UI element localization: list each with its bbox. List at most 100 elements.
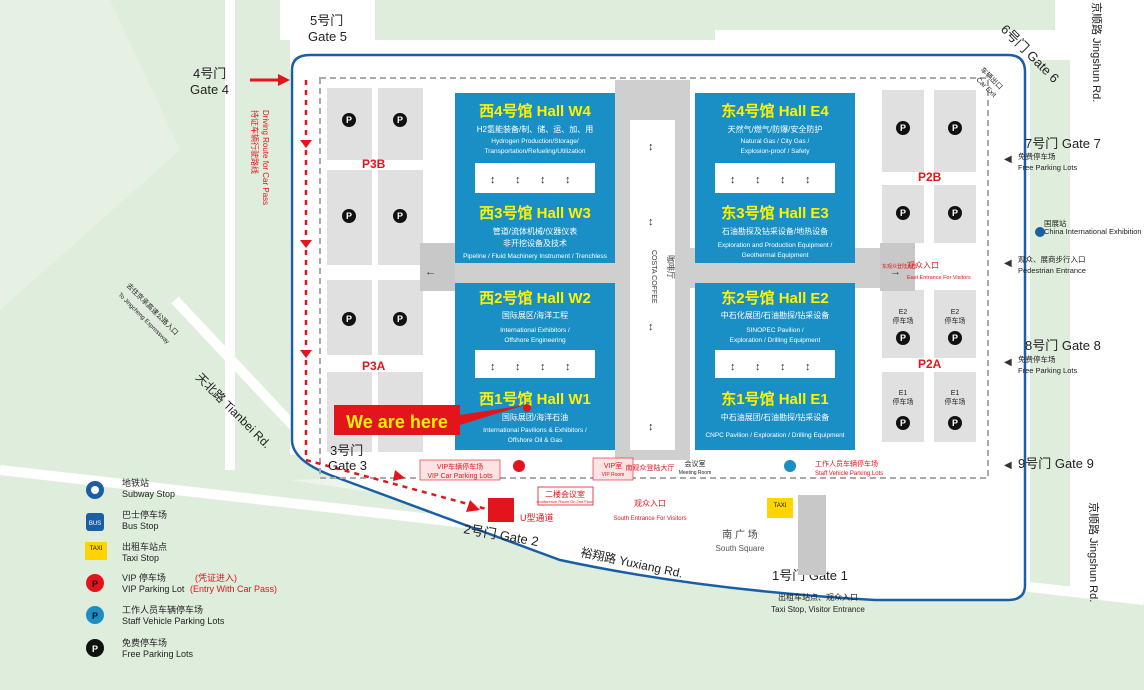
ped-en: Pedestrian Entrance: [1018, 266, 1086, 275]
hall-e4-en2: Explosion-proof / Safety: [740, 148, 810, 155]
vip-parking-en: VIP Car Parking Lots: [427, 473, 493, 480]
svg-text:(Entry With Car Pass): (Entry With Car Pass): [190, 584, 277, 594]
gate7: 7号门 Gate 7: [1025, 136, 1101, 151]
p2a-label: P2A: [918, 357, 942, 371]
svg-text:◀: ◀: [1004, 154, 1012, 165]
staff-parking-en: Staff Vehicle Parking Lots: [815, 471, 883, 477]
hall-w3-cn2: 非开挖设备及技术: [503, 238, 567, 248]
svg-text:免费停车场: 免费停车场: [122, 637, 167, 648]
svg-text:↕: ↕: [540, 361, 546, 373]
svg-text:Subway Stop: Subway Stop: [122, 489, 175, 499]
p2b-label: P2B: [918, 170, 942, 184]
svg-text:停车场: 停车场: [945, 316, 966, 325]
south-square-en: South Square: [716, 544, 765, 553]
p-icon: P: [900, 333, 906, 343]
south-square-cn: 南 广 场: [722, 528, 758, 541]
svg-text:↕: ↕: [565, 361, 571, 373]
hall-w4-title: 西4号馆 Hall W4: [479, 102, 591, 120]
south-hall-cn: 南观众登陆大厅: [626, 463, 675, 472]
svg-text:↕: ↕: [730, 174, 736, 186]
svg-text:↕: ↕: [805, 361, 811, 373]
gate8: 8号门 Gate 8: [1025, 338, 1101, 353]
p-icon: P: [952, 418, 958, 428]
vip-parking-icon: [513, 460, 525, 472]
hall-e2-en2: Exploration / Drilling Equipment: [730, 337, 821, 344]
hall-e1-en1: CNPC Pavilion / Exploration / Drilling E…: [705, 432, 844, 439]
hall-w3-en1: Pipeline / Fluid Machinery Instrument / …: [463, 253, 608, 260]
vip-parking-icon-legend: [86, 574, 104, 592]
hall-e1-cn: 中石油展团/石油勘探/钻采设备: [721, 412, 829, 422]
svg-text:BUS: BUS: [89, 521, 101, 527]
meeting-en: Meeting Room: [679, 470, 712, 476]
road-jingshun-top: 京顺路 Jingshun Rd.: [1090, 2, 1104, 102]
hall-w3-title: 西3号馆 Hall W3: [479, 204, 591, 222]
svg-text:E2: E2: [951, 309, 960, 316]
gate3-en: Gate 3: [328, 458, 367, 473]
taxi-lane: [798, 495, 826, 575]
svg-text:↕: ↕: [730, 361, 736, 373]
u-road-icon: [488, 498, 514, 522]
svg-text:↕: ↕: [780, 174, 786, 186]
svg-text:↕: ↕: [490, 361, 496, 373]
route-cn: 持证车辆行驶路线: [250, 110, 260, 174]
p-icon: P: [952, 333, 958, 343]
vip-room-cn: VIP室: [604, 461, 622, 470]
svg-text:↕: ↕: [490, 174, 496, 186]
gate3-cn: 3号门: [330, 443, 363, 458]
legend: 地铁站 Subway Stop BUS 巴士停车场 Bus Stop TAXI …: [85, 477, 277, 659]
svg-text:↕: ↕: [805, 174, 811, 186]
subway-icon-map: [1035, 227, 1045, 237]
svg-text:巴士停车场: 巴士停车场: [122, 509, 167, 520]
p-icon: P: [952, 208, 958, 218]
hall-w4-en2: Transportation/Refueling/Utilization: [485, 148, 586, 155]
svg-text:E1: E1: [951, 390, 960, 397]
svg-text:We are here: We are here: [346, 412, 448, 432]
svg-text:◀: ◀: [1004, 460, 1012, 471]
free-parking-cn-2: 免费停车场: [1018, 354, 1056, 364]
svg-text:地铁站: 地铁站: [122, 477, 149, 488]
hall-e2-cn: 中石化展团/石油勘探/钻采设备: [721, 310, 829, 320]
p-icon: P: [952, 123, 958, 133]
station-en: China International Exhibition Center St…: [1044, 227, 1144, 236]
p-icon: P: [900, 418, 906, 428]
svg-text:TAXI: TAXI: [90, 546, 103, 552]
hall-e2-title: 东2号馆 Hall E2: [721, 289, 829, 307]
hall-w3-cn: 管道/流体机械/仪器仪表: [493, 226, 577, 236]
taxi-en: Taxi Stop, Visitor Entrance: [771, 605, 865, 614]
left-parking-lots: [327, 88, 423, 452]
gate-markers: ◀◀◀◀: [1004, 154, 1012, 471]
vip-parking-box: [419, 459, 501, 481]
svg-text:Taxi Stop: Taxi Stop: [122, 553, 159, 563]
gate4-cn: 4号门: [193, 66, 226, 81]
hall-w1-en2: Offshore Oil & Gas: [508, 437, 563, 444]
p-icon: P: [397, 211, 403, 221]
p3a-label: P3A: [362, 359, 386, 373]
gate4-en: Gate 4: [190, 82, 229, 97]
central-corridor: [420, 80, 915, 460]
hall-w4-cn: H2氢能装备/制、储、运、加、用: [477, 124, 593, 134]
hall-w2-title: 西2号馆 Hall W2: [479, 289, 591, 307]
svg-text:←: ←: [425, 266, 436, 278]
svg-text:VIP 停车场: VIP 停车场: [122, 572, 166, 583]
svg-text:TAXI: TAXI: [774, 503, 787, 509]
free-parking-en-2: Free Parking Lots: [1018, 366, 1077, 375]
svg-text:↕: ↕: [780, 361, 786, 373]
svg-text:↕: ↕: [648, 321, 654, 333]
free-parking-cn-1: 免费停车场: [1018, 151, 1056, 161]
hall-e4-cn: 天然气/燃气/防爆/安全防护: [728, 124, 823, 134]
ped-cn: 观众、展商步行入口: [1018, 254, 1086, 264]
gate5-cn: 5号门: [310, 13, 343, 28]
gate9: 9号门 Gate 9: [1018, 456, 1094, 471]
taxi-icon: [85, 542, 107, 560]
staff-parking-icon-legend: [86, 606, 104, 624]
road-jingshun-bottom: 京顺路 Jingshun Rd.: [1087, 502, 1101, 602]
svg-text:P: P: [92, 644, 98, 654]
svg-text:停车场: 停车场: [893, 397, 914, 406]
svg-text:→: →: [890, 266, 901, 278]
east-entrance-cn: 观众入口: [907, 261, 939, 270]
conf-cn: 二楼会议室: [545, 489, 585, 499]
svg-text:Free Parking Lots: Free Parking Lots: [122, 649, 194, 659]
